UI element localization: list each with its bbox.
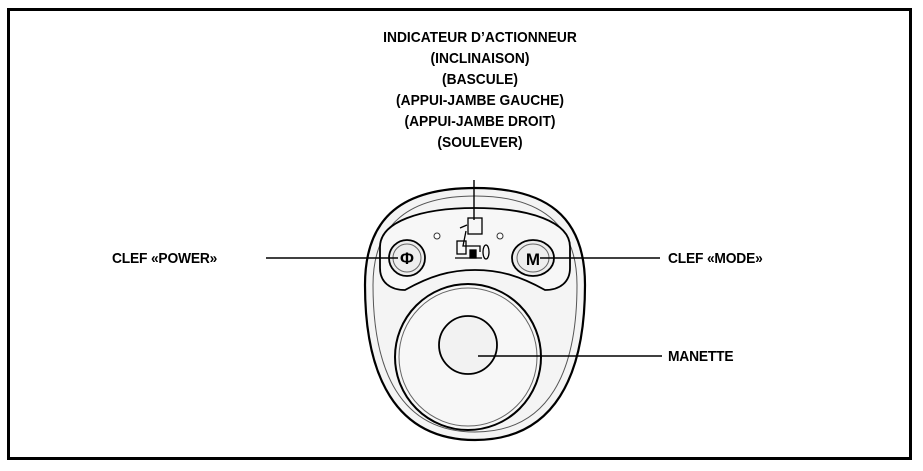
mode-key-label: CLEF «MODE»: [668, 250, 763, 267]
actuator-seat-icon: [455, 217, 490, 260]
actuator-indicator-caption: INDICATEUR D’ACTIONNEUR (INCLINAISON) (B…: [300, 27, 660, 153]
joystick-label: MANETTE: [668, 348, 734, 365]
mode-button[interactable]: M: [511, 239, 555, 277]
mode-lift-label: (SOULEVER): [437, 134, 523, 151]
mode-right-legrest-label: (APPUI-JAMBE DROIT): [404, 113, 556, 130]
mode-left-legrest-label: (APPUI-JAMBE GAUCHE): [396, 92, 564, 109]
power-key-label: CLEF «POWER»: [112, 250, 218, 267]
mode-letter-icon: M: [526, 250, 540, 269]
actuator-indicator-title: INDICATEUR D’ACTIONNEUR: [383, 29, 577, 46]
mode-tilt-label: (INCLINAISON): [430, 50, 530, 67]
power-symbol-icon: Φ: [400, 249, 414, 268]
joystick[interactable]: [438, 315, 498, 375]
mode-recline-label: (BASCULE): [442, 71, 518, 88]
